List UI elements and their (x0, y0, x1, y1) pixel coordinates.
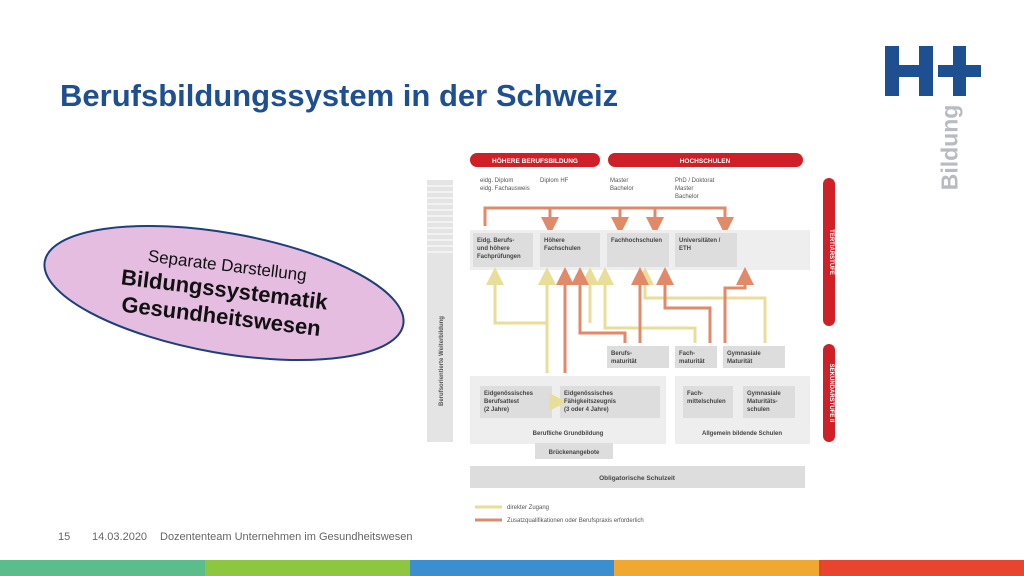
tertiary-b4-2: ETH (679, 246, 691, 252)
maturity-m3-1: Gymnasiale (727, 351, 761, 357)
ellipse-shape (43, 224, 405, 362)
compulsory-label: Obligatorische Schulzeit (599, 475, 676, 482)
box-faehigkeitszeugnis (560, 386, 660, 418)
tertiary-b2-2: Fachschulen (544, 246, 581, 252)
group-berufliche-label: Berufliche Grundbildung (533, 431, 604, 437)
legend-direct-label: direkter Zugang (507, 505, 549, 511)
box-fachmittelschulen (683, 386, 733, 418)
secondary-s3-1: Fach- (687, 391, 703, 397)
header-hoehere-berufsbildung (470, 153, 600, 167)
arrow-top-cross (483, 206, 734, 235)
degree-col3-2: Bachelor (610, 186, 634, 192)
maturity-m1-2: maturität (611, 359, 637, 365)
secondary-s4-1: Gymnasiale (747, 391, 781, 397)
arrow-direct-1 (486, 267, 549, 373)
box-berufsmaturitaet (607, 346, 669, 368)
footer-date: 14.03.2020 (92, 531, 148, 543)
bar-segment-5 (819, 560, 1024, 576)
side-label-tertiary: TERTIÄRSTUFE (828, 229, 835, 275)
tertiary-b2-1: Höhere (544, 238, 565, 244)
h-plus-logo (885, 46, 981, 96)
secondary-s2-3: (3 oder 4 Jahre) (564, 407, 609, 413)
box-fachmaturitaet (675, 346, 717, 368)
header-hochschulen (608, 153, 803, 167)
tertiary-b1-2: und höhere (477, 246, 510, 252)
group-allgemein-label: Allgemein bildende Schulen (702, 431, 782, 437)
secondary-s4-2: Maturitäts- (747, 399, 778, 405)
box-brueckenangebote (535, 443, 613, 459)
box-fachhochschulen (607, 233, 669, 267)
box-obligatorische-schulzeit (470, 466, 805, 488)
box-eidg-pruefungen (473, 233, 533, 267)
tertiary-b4-1: Universitäten / (679, 238, 721, 244)
box-maturitaetsschulen (743, 386, 795, 418)
maturity-m2-2: maturität (679, 359, 705, 365)
ladder-bar (427, 180, 453, 442)
secondary-s1-3: (2 Jahre) (484, 407, 509, 413)
side-label-secondary: SEKUNDARSTUFE II (828, 364, 834, 423)
degree-col4-2: Master (675, 186, 693, 192)
maturity-m3-2: Maturität (727, 359, 752, 365)
degree-col1-1: eidg. Diplom (480, 178, 513, 184)
degree-col4-1: PhD / Doktorat (675, 178, 715, 184)
header-hochschulen-label: HOCHSCHULEN (680, 158, 731, 165)
secondary-s2-2: Fähigkeitszeugnis (564, 399, 617, 405)
header-hoehere-berufsbildung-label: HÖHERE BERUFSBILDUNG (492, 156, 578, 165)
degree-col1-2: eidg. Fachausweis (480, 186, 530, 192)
bar-segment-3 (409, 560, 615, 576)
secondary-s4-3: schulen (747, 407, 770, 413)
secondary-s2-1: Eidgenössisches (564, 391, 614, 397)
education-system-diagram: Berufsorientierte Weiterbildung TERTIÄRS… (427, 153, 835, 524)
tertiary-rail (823, 178, 835, 326)
logo-text: Bildung (936, 104, 963, 191)
tertiary-b1-1: Eidg. Berufs- (477, 238, 514, 244)
maturity-m2-1: Fach- (679, 351, 695, 357)
footer-author: Dozententeam Unternehmen im Gesundheitsw… (160, 531, 413, 543)
box-gymnasiale-maturitaet (723, 346, 785, 368)
box-berufsattest (480, 386, 552, 418)
box-hoehere-fachschulen (540, 233, 600, 267)
secondary-s1-1: Eidgenössisches (484, 391, 534, 397)
legend-additional-label: Zusatzqualifikationen oder Berufspraxis … (507, 518, 644, 524)
footer-page-number: 15 (58, 531, 71, 543)
degree-col4-3: Bachelor (675, 194, 699, 200)
secondary-rail (823, 344, 835, 442)
page-title: Berufsbildungssystem in der Schweiz (60, 78, 619, 113)
tertiary-b1-3: Fachprüfungen (477, 254, 521, 260)
secondary-s3-2: mittelschulen (687, 399, 726, 405)
tertiary-b3-1: Fachhochschulen (611, 238, 662, 244)
degree-col2-1: Diplom HF (540, 178, 569, 184)
degree-col3-1: Master (610, 178, 628, 184)
side-label-left: Berufsorientierte Weiterbildung (439, 316, 445, 406)
bridge-label: Brückenangebote (549, 450, 600, 456)
bar-segment-1 (0, 560, 205, 576)
bar-segment-2 (204, 560, 410, 576)
logo-wordmark: Bildung (930, 105, 970, 191)
highlight-ellipse: Separate Darstellung Bildungssystematik … (38, 222, 410, 364)
bottom-color-bar (0, 560, 1024, 576)
box-universitaeten (675, 233, 737, 267)
maturity-m1-1: Berufs- (611, 351, 632, 357)
bar-segment-4 (614, 560, 820, 576)
secondary-s1-2: Berufsattest (484, 399, 519, 405)
